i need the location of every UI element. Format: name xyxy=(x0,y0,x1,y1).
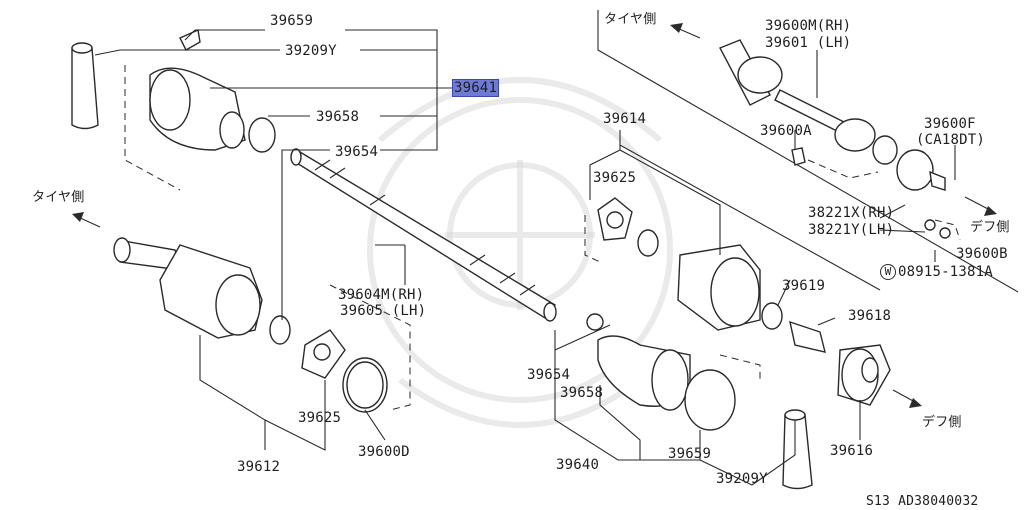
part-39659-label-top: 39659 xyxy=(270,13,314,29)
complete-axle-assembly xyxy=(719,39,961,241)
part-39654-label-mid: 39654 xyxy=(527,367,571,383)
diff-side-label-right: デフ側 xyxy=(970,220,1010,235)
part-39659-label-bottom: 39659 xyxy=(668,446,712,462)
part-39605-lh-label: 39605 (LH) xyxy=(340,303,427,319)
part-39600d-label: 39600D xyxy=(358,444,410,460)
part-39601-lh-label: 39601 (LH) xyxy=(765,35,852,51)
part-08915-label: 08915-1381A xyxy=(898,264,993,280)
washer-w-circle: W xyxy=(880,264,896,280)
tire-side-label-left: タイヤ側 xyxy=(32,190,85,205)
part-39654-label-top: 39654 xyxy=(335,144,379,160)
flange-39616 xyxy=(837,344,891,406)
part-39625-label-left: 39625 xyxy=(298,410,342,426)
part-39618-label: 39618 xyxy=(848,308,892,324)
part-38221x-rh-label: 38221X(RH) xyxy=(808,205,895,221)
diff-side-label-bottom: デフ側 xyxy=(922,415,962,430)
tripod-and-ring-left xyxy=(301,329,388,413)
right-panel-outline xyxy=(597,10,1019,293)
part-38221y-lh-label: 38221Y(LH) xyxy=(808,222,895,238)
part-39616-label: 39616 xyxy=(830,443,874,459)
part-39640-label: 39640 xyxy=(556,457,600,473)
part-39600b-label: 39600B xyxy=(956,246,1008,262)
tire-side-label-top: タイヤ側 xyxy=(604,12,657,27)
boot-assembly-left xyxy=(71,28,276,191)
boot-assembly-right xyxy=(586,313,813,490)
part-39600f-label: 39600F xyxy=(924,116,976,132)
part-39619-label: 39619 xyxy=(782,278,826,294)
leader-lines xyxy=(94,29,956,486)
outer-joint-housing xyxy=(113,237,291,345)
part-39658-label-mid: 39658 xyxy=(560,385,604,401)
direction-arrows xyxy=(72,23,997,408)
part-39600m-rh-label: 39600M(RH) xyxy=(765,18,852,34)
part-39641-label-highlighted[interactable]: 39641 xyxy=(452,79,500,97)
part-39614-label: 39614 xyxy=(603,111,647,127)
part-39604m-rh-label: 39604M(RH) xyxy=(338,287,425,303)
part-39625-label-mid: 39625 xyxy=(593,170,637,186)
part-39612-label: 39612 xyxy=(237,459,281,475)
part-39658-label-top: 39658 xyxy=(316,109,360,125)
diagram-footer-code: S13 AD38040032 xyxy=(866,494,979,509)
ca18dt-label: (CA18DT) xyxy=(916,132,986,148)
part-39209y-label-top: 39209Y xyxy=(285,43,337,59)
part-39600a-label: 39600A xyxy=(760,123,812,139)
part-39209y-label-bottom: 39209Y xyxy=(716,471,768,487)
drive-shaft xyxy=(290,148,557,411)
watermark-crest xyxy=(367,77,673,428)
inner-joint-assembly xyxy=(584,197,826,353)
